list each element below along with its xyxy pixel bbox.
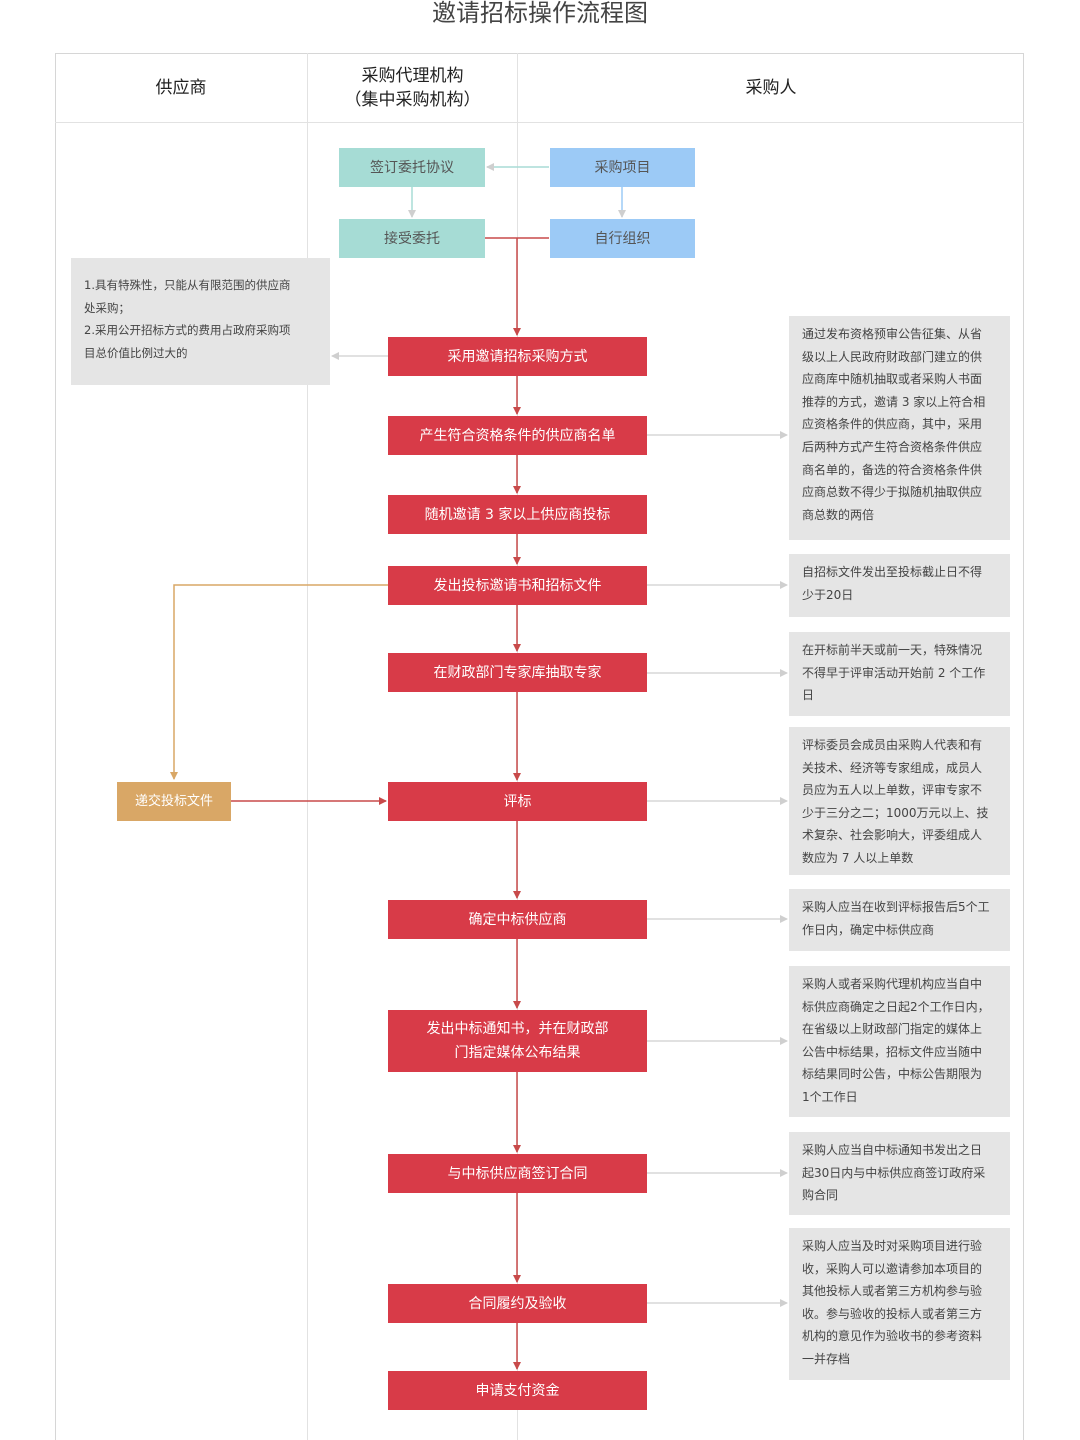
step-publish-result: 发出中标通知书，并在财政部 门指定媒体公布结果 <box>388 1010 647 1072</box>
lane-header-agency: 采购代理机构 （集中采购机构） <box>344 65 481 110</box>
note-evaluation-committee: 评标委员会成员由采购人代表和有 关技术、经济等专家组成，成员人 员应为五人以上单… <box>789 727 1010 875</box>
node-sign-agreement: 签订委托协议 <box>339 148 485 187</box>
node-purchase-project: 采购项目 <box>550 148 695 187</box>
step-invite-method: 采用邀请招标采购方式 <box>388 337 647 376</box>
step-qualified-list: 产生符合资格条件的供应商名单 <box>388 416 647 455</box>
note-publish-result: 采购人或者采购代理机构应当自中 标供应商确定之日起2个工作日内， 在省级以上财政… <box>789 966 1010 1117</box>
step-select-experts: 在财政部门专家库抽取专家 <box>388 653 647 692</box>
node-accept-entrust: 接受委托 <box>339 219 485 258</box>
note-confirm-winner: 采购人应当在收到评标报告后5个工 作日内，确定中标供应商 <box>789 889 1010 951</box>
note-sign-contract: 采购人应当自中标通知书发出之日 起30日内与中标供应商签订政府采 购合同 <box>789 1132 1010 1215</box>
page-title: 邀请招标操作流程图 <box>432 0 648 27</box>
node-self-organize: 自行组织 <box>550 219 695 258</box>
lane-divider-1 <box>307 53 308 1440</box>
arrow-invite-to-supplier <box>170 584 388 780</box>
note-acceptance: 采购人应当及时对采购项目进行验 收，采购人可以邀请参加本项目的 其他投标人或者第… <box>789 1228 1010 1380</box>
header-divider <box>55 122 1024 123</box>
lane-header-supplier: 供应商 <box>155 77 207 98</box>
node-submit-bid: 递交投标文件 <box>117 782 231 821</box>
step-random-invite: 随机邀请 3 家以上供应商投标 <box>388 495 647 534</box>
step-apply-payment: 申请支付资金 <box>388 1371 647 1410</box>
step-acceptance: 合同履约及验收 <box>388 1284 647 1323</box>
step-sign-contract: 与中标供应商签订合同 <box>388 1154 647 1193</box>
note-bid-deadline: 自招标文件发出至投标截止日不得 少于20日 <box>789 554 1010 617</box>
step-evaluation: 评标 <box>388 782 647 821</box>
note-qualified-list: 通过发布资格预审公告征集、从省 级以上人民政府财政部门建立的供 应商库中随机抽取… <box>789 316 1010 540</box>
step-confirm-winner: 确定中标供应商 <box>388 900 647 939</box>
step-issue-invitation: 发出投标邀请书和招标文件 <box>388 566 647 605</box>
diagram-frame <box>55 53 1024 1440</box>
note-expert-timing: 在开标前半天或前一天，特殊情况 不得早于评审活动开始前 2 个工作 日 <box>789 632 1010 716</box>
lane-header-purchaser: 采购人 <box>745 77 797 98</box>
note-left-conditions: 1.具有特殊性，只能从有限范围的供应商 处采购； 2.采用公开招标方式的费用占政… <box>71 258 330 385</box>
